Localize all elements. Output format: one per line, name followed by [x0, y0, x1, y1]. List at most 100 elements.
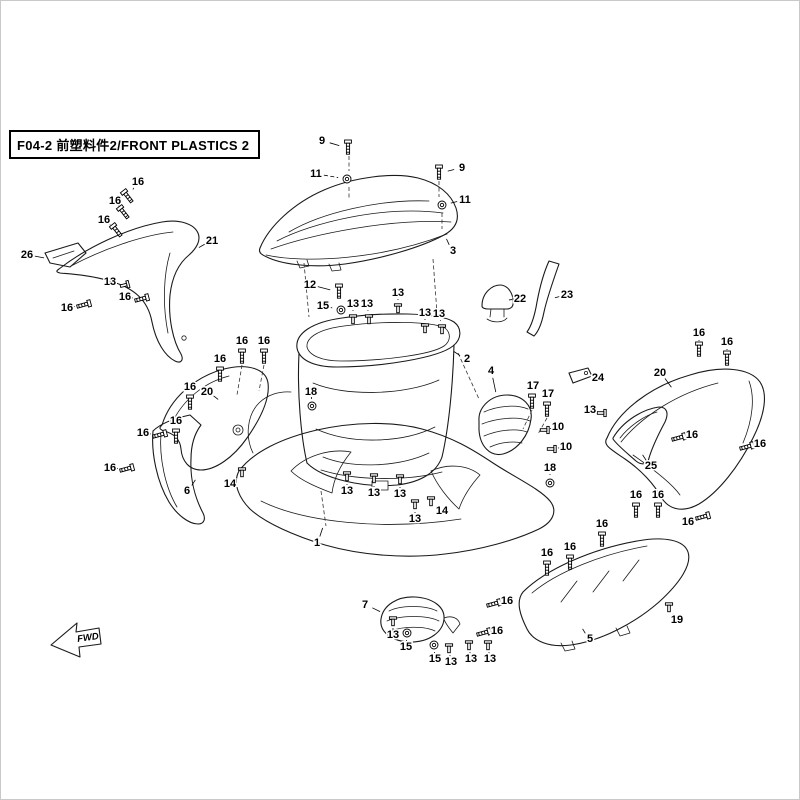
assembly-dashed-lines [236, 156, 548, 527]
callout-number: 16 [721, 336, 733, 348]
screw-icon [108, 221, 123, 238]
callout-13: 13 [339, 471, 355, 499]
clip-icon [546, 444, 557, 454]
callout-1: 1 [312, 527, 324, 551]
screw-icon [76, 299, 93, 309]
callout-14: 14 [222, 467, 247, 492]
screw-icon [115, 203, 130, 220]
nut-icon [336, 305, 346, 315]
screw-icon [528, 393, 536, 409]
callout-10: 10 [546, 440, 574, 455]
callout-16: 16 [234, 334, 250, 364]
callout-13: 13 [482, 640, 498, 667]
screw-icon [723, 350, 731, 366]
screw-icon [186, 394, 194, 410]
callout-15: 15 [398, 628, 414, 655]
callout-20: 20 [199, 385, 219, 400]
callout-number: 16 [132, 176, 144, 188]
callout-13: 13 [417, 306, 433, 334]
callout-13: 13 [366, 473, 382, 501]
callout-13: 13 [582, 403, 607, 418]
callout-number: 15 [429, 653, 441, 665]
screw-icon [695, 341, 703, 357]
part-4-grille-insert [478, 394, 532, 456]
callout-number: 16 [170, 415, 182, 427]
callout-18: 18 [542, 461, 558, 488]
callout-16: 16 [168, 414, 184, 444]
callout-number: 16 [686, 429, 698, 441]
nut-icon [342, 174, 352, 184]
callout-2: 2 [453, 351, 472, 367]
clip-icon [664, 602, 674, 613]
callout-number: 19 [671, 614, 683, 626]
callout-3: 3 [446, 238, 458, 259]
callout-13: 13 [102, 275, 131, 290]
screw-icon [172, 428, 180, 444]
part-3-hood-panel [258, 174, 458, 272]
callout-number: 16 [491, 625, 503, 637]
callout-16: 16 [476, 624, 505, 639]
callout-number: 13 [433, 308, 445, 320]
callout-number: 10 [552, 421, 564, 433]
screw-icon [119, 187, 134, 204]
clip-icon [444, 643, 454, 654]
callout-number: 16 [564, 541, 576, 553]
callout-16: 16 [117, 290, 151, 305]
callout-number: 24 [592, 372, 605, 384]
callout-number: 7 [362, 599, 368, 611]
part-23-strip [526, 260, 560, 337]
callout-number: 16 [693, 327, 705, 339]
callout-number: 16 [596, 518, 608, 530]
callout-number: 13 [394, 488, 406, 500]
callout-number: 11 [459, 194, 471, 206]
callout-number: 13 [584, 404, 596, 416]
callout-17: 17 [525, 379, 541, 409]
callout-number: 13 [409, 513, 421, 525]
screw-icon [654, 502, 662, 518]
callout-number: 16 [682, 516, 694, 528]
callout-16: 16 [650, 488, 666, 518]
callout-13: 13 [431, 307, 447, 335]
callout-13: 13 [385, 616, 401, 643]
screw-icon [671, 432, 688, 442]
callout-number: 13 [361, 298, 373, 310]
part-20-right-fender [605, 368, 766, 510]
callout-13: 13 [443, 643, 459, 670]
screw-icon [435, 164, 443, 180]
callout-20: 20 [652, 366, 672, 388]
callout-number: 13 [465, 653, 477, 665]
callout-16: 16 [486, 594, 515, 609]
screw-icon [566, 554, 574, 570]
callout-number: 5 [587, 633, 593, 645]
screw-icon [260, 348, 268, 364]
callout-16: 16 [719, 335, 735, 366]
callout-7: 7 [360, 598, 381, 613]
callout-number: 13 [347, 298, 359, 310]
screw-icon [543, 560, 551, 576]
callout-9: 9 [435, 161, 467, 180]
callout-number: 18 [544, 462, 556, 474]
callout-number: 15 [317, 300, 329, 312]
callout-24: 24 [590, 371, 606, 386]
screw-icon [344, 139, 352, 155]
callout-13: 13 [463, 640, 479, 667]
nut-icon [437, 200, 447, 210]
callout-number: 16 [109, 195, 121, 207]
screw-icon [152, 429, 169, 439]
clip-icon [596, 408, 607, 418]
fwd-arrow: FWD [50, 622, 102, 658]
callout-16: 16 [671, 428, 700, 443]
screw-icon [543, 401, 551, 417]
callout-number: 16 [61, 302, 73, 314]
clip-icon [437, 324, 447, 335]
callout-number: 3 [450, 245, 456, 257]
callout-number: 26 [21, 249, 33, 261]
callout-number: 13 [392, 287, 404, 299]
callout-number: 17 [527, 380, 539, 392]
clip-icon [464, 640, 474, 651]
callout-number: 2 [464, 353, 470, 365]
part-5-rocker-panel [518, 538, 690, 652]
callout-13: 13 [359, 297, 375, 325]
